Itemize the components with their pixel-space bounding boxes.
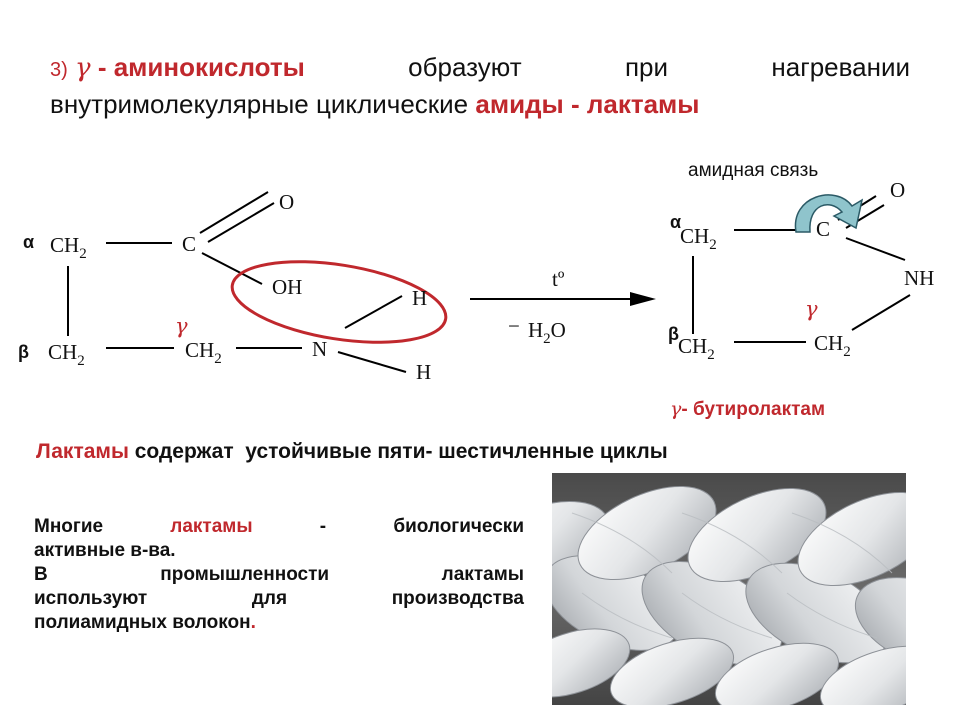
reactant-ch2-alpha: CH2: [50, 233, 87, 262]
product-nh: NH: [904, 266, 935, 290]
statement-text: содержат устойчивые пяти- шестичленные ц…: [134, 440, 668, 463]
rope-photo: [552, 473, 906, 705]
amide-bond-caption: амидная связь: [688, 160, 819, 181]
reactant-hydrogen-upper: H: [412, 286, 428, 310]
product-bond-ch2-nh: [851, 294, 911, 331]
product-oxygen: O: [890, 178, 906, 202]
heading-term-group: 3) γ - аминокислоты: [50, 50, 305, 87]
condition-minus: −: [508, 314, 520, 338]
heading-line2-highlight: амиды - лактамы: [475, 89, 700, 119]
reactant-nitrogen: N: [312, 337, 328, 361]
product-beta: β: [668, 324, 679, 344]
reactant-gamma: γ: [175, 314, 188, 338]
reactant-ch2-beta: CH2: [48, 340, 85, 369]
bond-n-h-upper: [344, 295, 403, 329]
heading-word-2: при: [624, 52, 669, 82]
reactant-oxygen: O: [279, 190, 295, 214]
heading-word-3: нагревании: [771, 52, 910, 82]
reactant-alpha: α: [23, 232, 35, 252]
reactive-group-highlight: [230, 260, 448, 344]
reactant-carbon: C: [182, 232, 197, 256]
rope-illustration: [552, 473, 906, 705]
product-ch2-beta: CH2: [678, 334, 715, 363]
product-ch2-alpha: CH2: [680, 224, 717, 253]
bond-n-h-lower: [337, 351, 407, 373]
condition-water: H2O: [528, 318, 566, 347]
product-name: γ- бутиролактам: [670, 398, 826, 420]
reactant-hydrogen-lower: H: [416, 360, 432, 384]
product-ch2-gamma: CH2: [814, 331, 851, 360]
bond-c-oh: [201, 252, 263, 285]
heading-dash: -: [97, 52, 107, 82]
amide-bond-arrow-icon: [794, 194, 864, 233]
heading-line2: внутримолекулярные циклические: [50, 89, 469, 119]
reactant-ch2-gamma: CH2: [185, 338, 222, 367]
bond-c-o-double-2: [207, 202, 275, 243]
product-gamma: γ: [805, 297, 818, 321]
lactam-paragraph: Многие лактамы - биологически активные в…: [34, 516, 524, 633]
bond-c-o-double-1: [199, 191, 269, 234]
product-carbon: C: [816, 217, 831, 241]
condition-temperature: tº: [552, 267, 565, 291]
reactant-beta: β: [18, 342, 29, 362]
reaction-arrow-head: [630, 292, 656, 306]
product-bond-c-n: [845, 237, 906, 261]
heading-word-1: образуют: [408, 52, 522, 82]
reactant-hydroxyl: OH: [272, 275, 303, 299]
statement-term: Лактамы: [36, 440, 129, 463]
lactam-statement: Лактамы содержат устойчивые пяти- шестич…: [36, 440, 668, 464]
slide-heading: 3) γ - аминокислоты образуют при нагрева…: [50, 50, 910, 121]
heading-gamma: γ: [75, 53, 91, 83]
product-alpha: α: [670, 212, 682, 232]
heading-term: аминокислоты: [113, 52, 305, 82]
heading-number: 3): [50, 59, 68, 81]
